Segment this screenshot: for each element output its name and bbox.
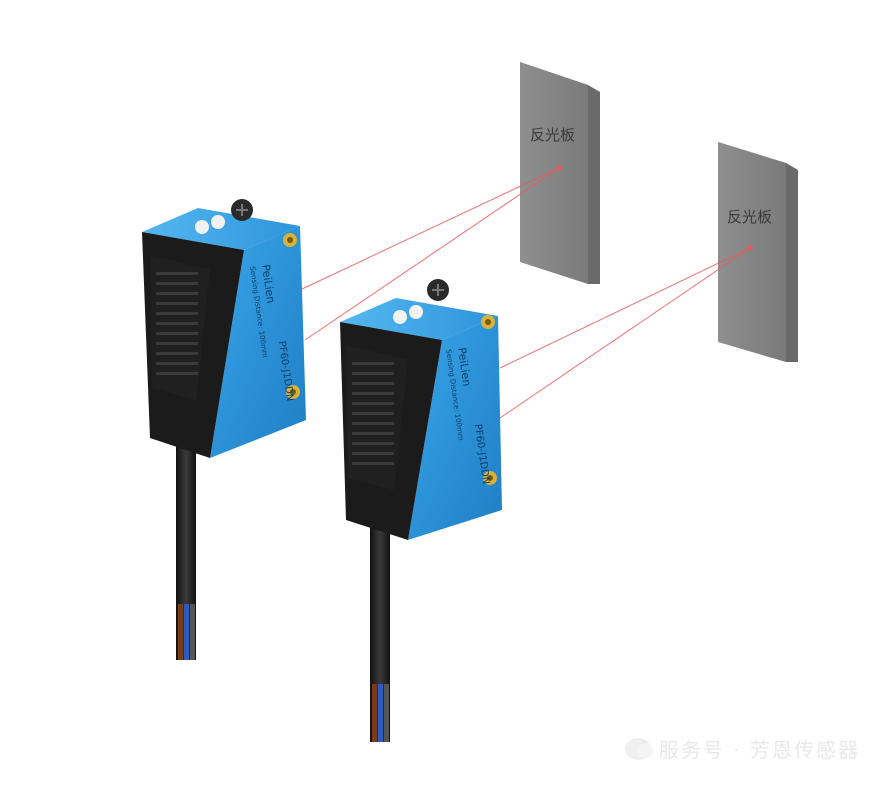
reflector-1-label: 反光板 [530,126,575,144]
sensor-2-led-2 [409,305,423,319]
sensor-1-cable [176,420,196,660]
reflector-2: 反光板 [718,142,798,362]
sensor-2-led-1 [393,310,407,324]
sensor-2: PeiLien Sensing Distance: 100mm PF60-J1D… [340,279,502,742]
watermark-text: 服务号 · 芳恩传感器 [658,738,860,762]
reflector-1: 反光板 [520,62,600,284]
watermark: 服务号 · 芳恩传感器 [624,734,860,763]
sensor-1-brand: PeiLien [259,264,277,304]
reflector-2-label: 反光板 [727,208,772,226]
sensor-1: PeiLien Sensing Distance: 100mm PF60-J1D… [142,199,306,660]
wechat-icon [624,737,653,760]
sensor-1-led-1 [195,220,209,234]
sensor-1-led-2 [211,215,225,229]
laser-beams [299,167,751,419]
sensor-2-brand: PeiLien [455,347,473,387]
